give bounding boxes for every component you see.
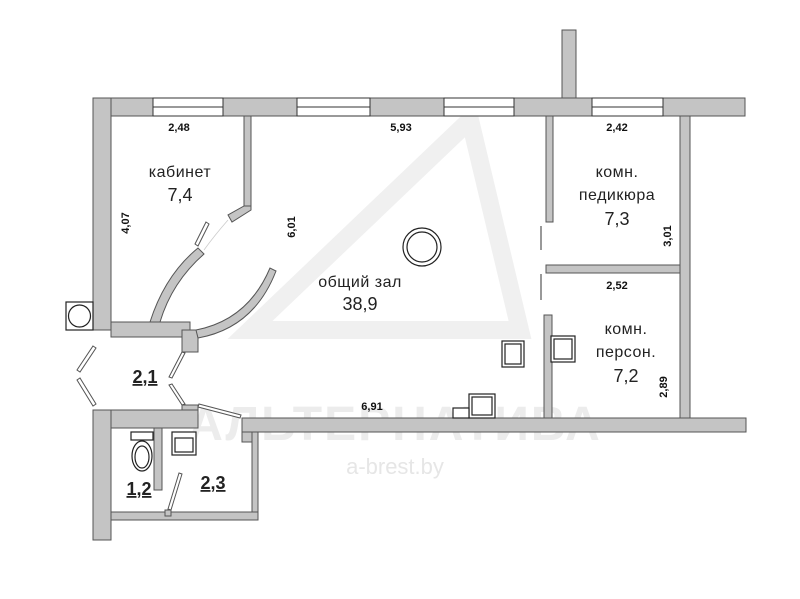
- dim-office-width: 2,48: [168, 122, 189, 134]
- room-name-pedicure-1: комн.: [596, 164, 639, 181]
- door-office: [194, 221, 210, 247]
- wall-wc-partition: [153, 427, 163, 491]
- wall-left-lower: [92, 409, 112, 541]
- wall-washroom-right: [251, 431, 259, 521]
- dim-pedicure-height: 3,01: [662, 225, 674, 246]
- wall-vestibule-bottom: [110, 409, 199, 429]
- windows: [152, 97, 664, 117]
- door-vestibule-lower: [168, 383, 186, 406]
- sink-bottom-basin-icon: [471, 396, 493, 416]
- wall-right: [679, 115, 691, 419]
- wall-pedicure-staff: [545, 264, 681, 274]
- dim-hall-top-width: 5,93: [390, 122, 411, 134]
- vent-circle-icon: [67, 304, 92, 328]
- sink-staff-basin-icon: [553, 338, 573, 360]
- window: [152, 97, 224, 117]
- dim-staff-height: 2,89: [658, 376, 670, 397]
- wall-top-2: [222, 97, 298, 117]
- dim-staff-width: 2,52: [606, 280, 627, 292]
- column-inner-icon: [406, 231, 438, 263]
- wall-pedicure-partition: [545, 115, 554, 223]
- wall-top-right: [662, 97, 746, 117]
- fixtures: [65, 227, 576, 472]
- toilet-tank-icon: [130, 431, 154, 441]
- doors: [76, 219, 542, 511]
- toilet-seat-icon: [134, 445, 150, 469]
- dim-office-height: 4,07: [120, 212, 132, 233]
- room-name-staff-1: комн.: [605, 321, 648, 338]
- door-vestibule-upper: [168, 351, 186, 379]
- wall-door-stop: [164, 509, 172, 517]
- door-entry-lower: [76, 377, 97, 407]
- dim-hall-height: 6,01: [286, 216, 298, 237]
- room-name-staff-2: персон.: [596, 344, 656, 361]
- wall-stub-top: [561, 29, 577, 99]
- window: [591, 97, 664, 117]
- wall-vestibule-pier-top: [181, 329, 199, 353]
- room-name-hall: общий зал: [318, 274, 402, 291]
- wall-staff-partition: [543, 314, 553, 419]
- wall-top-4: [513, 97, 593, 117]
- wall-bottom: [241, 417, 747, 433]
- room-area-staff: 7,2: [613, 366, 638, 386]
- counter-icon: [452, 407, 470, 419]
- wall-office-partition: [243, 115, 252, 207]
- wall-curved-office: [149, 247, 205, 323]
- sink-washroom-basin-icon: [174, 437, 194, 453]
- wall-office-corner: [227, 205, 252, 223]
- wall-curved-hall: [195, 267, 277, 339]
- wall-left-upper: [92, 97, 112, 331]
- room-area-hall: 38,9: [342, 294, 377, 314]
- dimensions: 2,48 4,07 5,93 6,01 6,91 2,42 3,01 2,52 …: [120, 122, 674, 413]
- walls: [92, 29, 747, 541]
- room-area-vestibule: 2,1: [132, 367, 157, 387]
- watermark-logo-icon: [227, 102, 532, 339]
- dim-pedicure-width: 2,42: [606, 122, 627, 134]
- door-washroom: [197, 403, 242, 419]
- room-area-wc: 1,2: [126, 479, 151, 499]
- room-labels: кабинет 7,4 общий зал 38,9 комн. педикюр…: [126, 164, 656, 499]
- dim-hall-bottom-width: 6,91: [361, 401, 382, 413]
- door-wc: [167, 472, 183, 511]
- window: [443, 97, 515, 117]
- room-area-office: 7,4: [167, 185, 192, 205]
- room-area-washroom: 2,3: [200, 473, 225, 493]
- room-area-pedicure: 7,3: [604, 209, 629, 229]
- room-name-office: кабинет: [149, 164, 212, 181]
- window: [296, 97, 371, 117]
- watermark-url: a-brest.by: [346, 454, 444, 479]
- sink-basin-icon: [504, 343, 522, 365]
- room-name-pedicure-2: педикюра: [579, 187, 655, 204]
- door-entry-upper: [76, 345, 97, 373]
- wall-vestibule-top: [110, 321, 191, 338]
- wall-top-3: [369, 97, 445, 117]
- wall-washroom-bottom: [110, 511, 259, 521]
